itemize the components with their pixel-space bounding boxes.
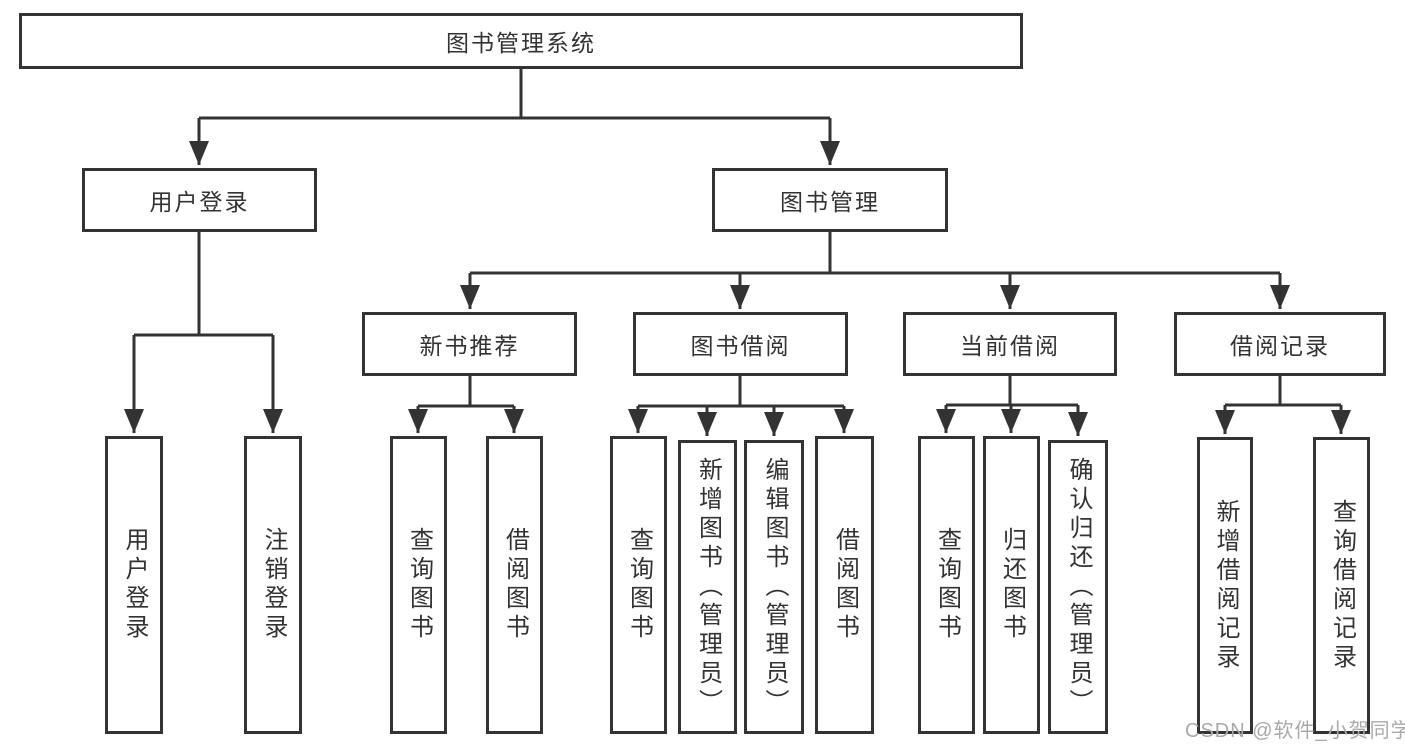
trunk-new-book-recommend: [418, 376, 514, 408]
leaf-query-books-1: 查询图书: [390, 436, 447, 734]
trunk-book-borrowing: [638, 376, 844, 408]
leaf-edit-book-admin: 编辑图书（管理员）: [744, 440, 804, 734]
trunk-current-borrowing: [946, 376, 1078, 407]
leaf-add-borrow-record: 新增借阅记录: [1197, 437, 1253, 734]
node-new-book-recommend: 新书推荐: [362, 312, 577, 376]
trunk-root: [199, 66, 830, 120]
trunk-book-management: [470, 232, 1280, 275]
node-book-borrowing: 图书借阅: [633, 312, 848, 376]
leaf-user-login: 用户登录: [105, 436, 163, 734]
node-book-management: 图书管理: [712, 168, 948, 232]
leaf-query-borrow-record: 查询借阅记录: [1313, 437, 1370, 734]
trunk-borrowing-records: [1225, 376, 1341, 407]
leaf-query-books-3: 查询图书: [918, 436, 975, 734]
node-current-borrowing: 当前借阅: [903, 312, 1117, 376]
leaf-add-book-admin: 新增图书（管理员）: [678, 440, 737, 734]
leaf-logout: 注销登录: [244, 436, 302, 734]
leaf-return-book: 归还图书: [983, 436, 1040, 734]
leaf-borrow-books-2: 借阅图书: [815, 436, 874, 734]
trunk-user-login: [134, 232, 273, 337]
leaf-borrow-books-1: 借阅图书: [486, 436, 543, 734]
watermark: CSDN @软件_小贺同学: [1185, 720, 1405, 742]
node-library-system: 图书管理系统: [19, 13, 1023, 69]
node-user-login: 用户登录: [82, 168, 317, 232]
leaf-confirm-return-admin: 确认归还（管理员）: [1048, 440, 1108, 734]
node-borrowing-records: 借阅记录: [1174, 312, 1386, 376]
leaf-query-books-2: 查询图书: [610, 436, 667, 734]
